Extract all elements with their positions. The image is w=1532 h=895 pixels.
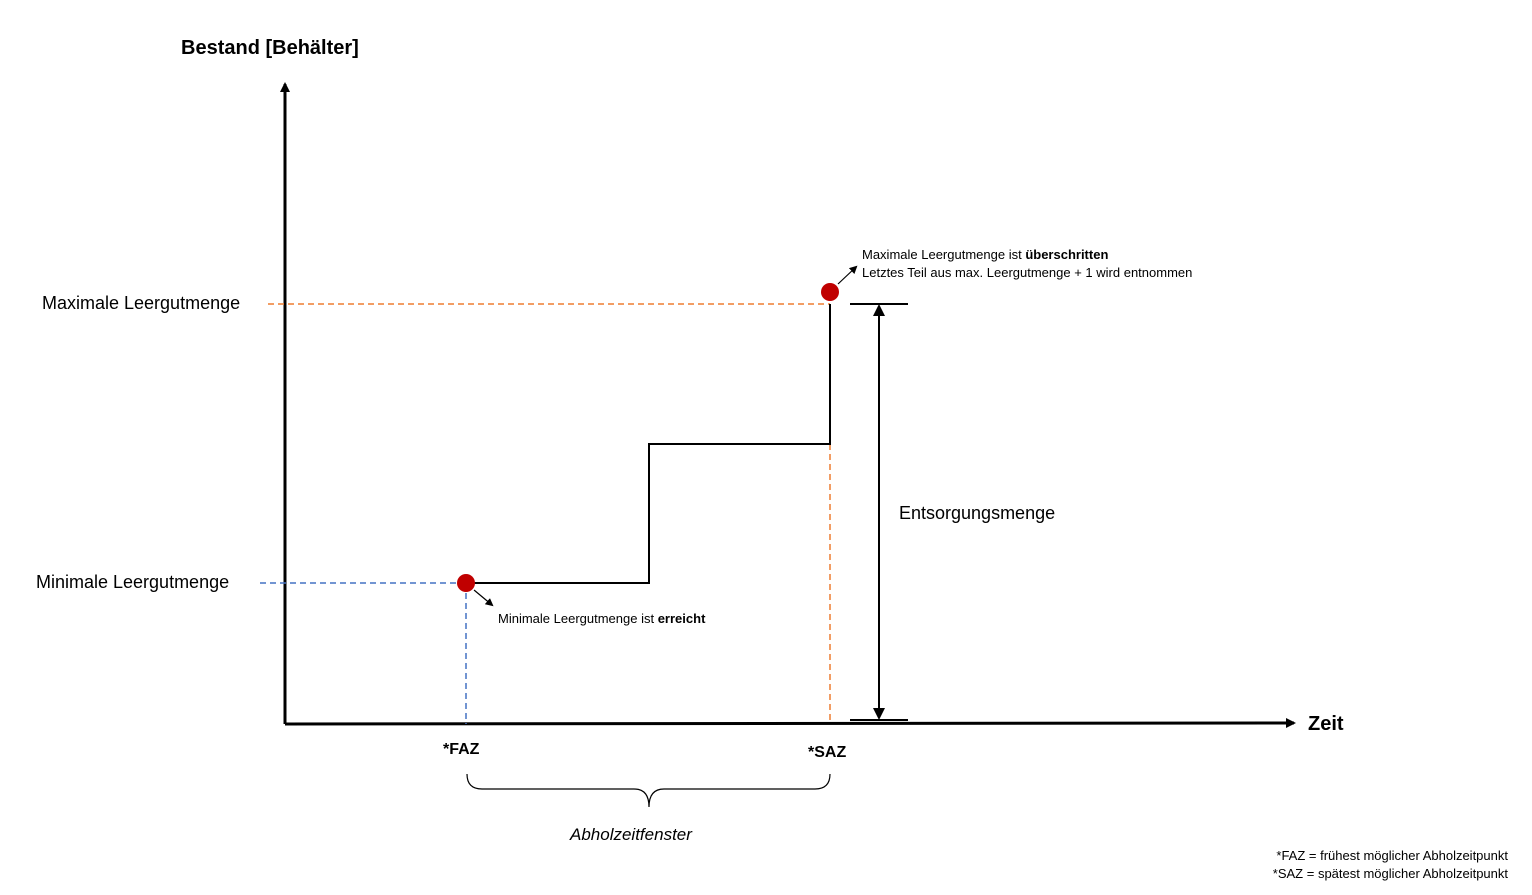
min-note-bold: erreicht bbox=[657, 611, 706, 626]
max-exceeded-note: Maximale Leergutmenge ist überschritten … bbox=[862, 246, 1192, 282]
y-axis-title: Bestand [Behälter] bbox=[181, 37, 359, 59]
max-level-label: Maximale Leergutmenge bbox=[42, 293, 241, 313]
max-note-arrow bbox=[837, 265, 858, 285]
dimension-arrow-head-top bbox=[873, 304, 885, 316]
dimension-label: Entsorgungsmenge bbox=[899, 503, 1056, 523]
max-note-bold: überschritten bbox=[1025, 247, 1109, 262]
faz-tick-label: *FAZ bbox=[443, 741, 480, 758]
window-label: Abholzeitfenster bbox=[570, 825, 692, 844]
saz-tick-label: *SAZ bbox=[808, 744, 847, 761]
min-reached-point bbox=[457, 574, 475, 592]
max-exceeded-point bbox=[821, 283, 839, 301]
dimension-arrow-head-bottom bbox=[873, 708, 885, 720]
window-brace bbox=[466, 773, 831, 808]
min-reached-note: Minimale Leergutmenge ist erreicht bbox=[498, 610, 705, 628]
x-axis bbox=[284, 718, 1296, 729]
min-level-label: Minimale Leergutmenge bbox=[36, 572, 230, 592]
min-note-arrow bbox=[473, 589, 494, 607]
x-axis-title: Zeit bbox=[1308, 713, 1344, 735]
legend-saz: *SAZ = spätest möglicher Abholzeitpunkt bbox=[1272, 866, 1508, 881]
min-note-text: Minimale Leergutmenge ist bbox=[498, 611, 658, 626]
max-note-line1: Maximale Leergutmenge ist bbox=[862, 247, 1026, 262]
legend: *FAZ = frühest möglicher Abholzeitpunkt … bbox=[1273, 847, 1508, 883]
max-note-line2: Letztes Teil aus max. Leergutmenge + 1 w… bbox=[862, 265, 1193, 280]
legend-faz: *FAZ = frühest möglicher Abholzeitpunkt bbox=[1276, 848, 1508, 863]
inventory-step-line bbox=[466, 304, 831, 584]
